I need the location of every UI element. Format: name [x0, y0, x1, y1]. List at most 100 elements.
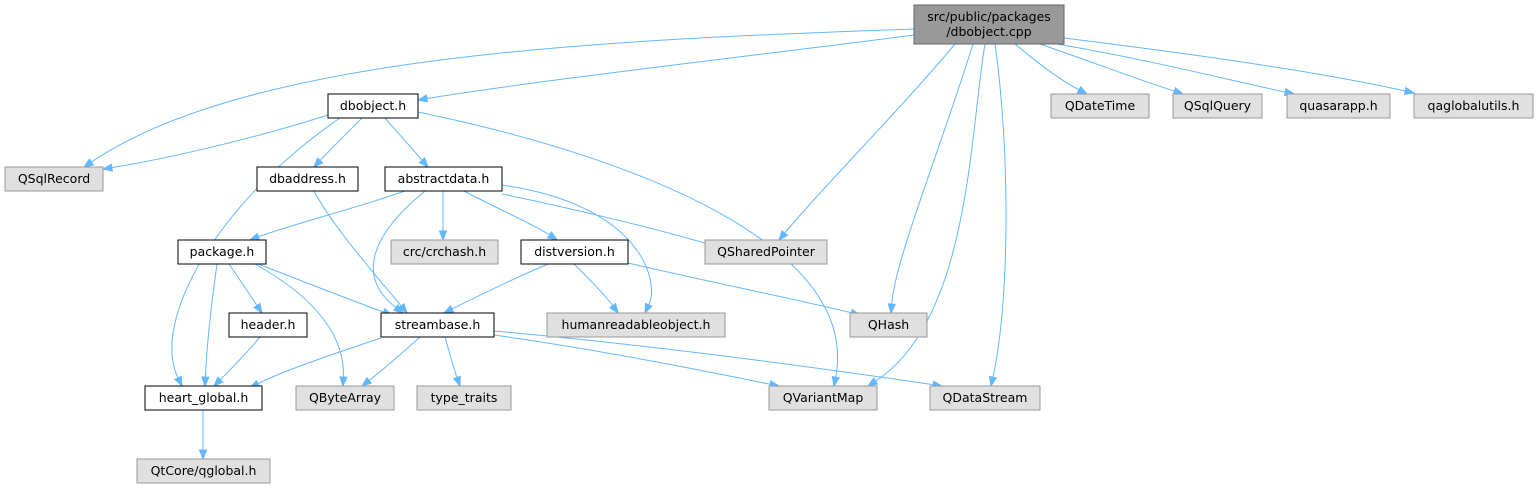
node-qsharedpointer: QSharedPointer — [704, 239, 828, 265]
edge-arrowhead — [248, 232, 261, 241]
node-label: QtCore/qglobal.h — [151, 463, 257, 478]
edge-root-to-qsqlrecord — [82, 28, 915, 168]
node-qdatetime: QDateTime — [1050, 93, 1150, 119]
edge-abstractdata-h-to-crchash-h — [438, 191, 448, 242]
node-dbobject-h[interactable]: dbobject.h — [327, 93, 419, 119]
node-heart-global-h[interactable]: heart_global.h — [144, 385, 263, 411]
node-box — [546, 312, 726, 338]
node-type-traits: type_traits — [416, 385, 512, 411]
edge-arrowhead — [313, 157, 324, 169]
edge-line — [384, 117, 423, 161]
edge-package-h-to-qbytearray — [254, 263, 348, 388]
edge-line — [220, 336, 261, 380]
edge-line — [204, 263, 218, 378]
edge-arrowhead — [418, 157, 429, 169]
node-streambase-h[interactable]: streambase.h — [380, 312, 495, 338]
node-label: header.h — [241, 317, 296, 332]
edge-arrowhead — [253, 302, 263, 315]
edge-heart-global-h-to-qglobal-h — [198, 410, 208, 461]
edge-root-to-qdatastream — [988, 43, 1007, 388]
edge-line — [258, 190, 406, 238]
edge-dbobject-h-to-abstractdata-h — [384, 117, 429, 169]
edge-header-h-to-heart-global-h — [213, 336, 261, 387]
node-label: dbaddress.h — [269, 171, 346, 186]
edge-line — [501, 193, 707, 244]
edge-line — [313, 190, 402, 307]
node-root: src/public/packages/dbobject.cpp — [913, 4, 1065, 45]
edge-line — [444, 336, 458, 378]
edge-line — [319, 117, 363, 161]
node-qsqlquery: QSqlQuery — [1172, 93, 1263, 119]
node-qhash: QHash — [849, 312, 928, 338]
edge-line — [111, 114, 329, 169]
node-box — [136, 458, 271, 484]
node-crchash-h: crc/crchash.h — [390, 239, 499, 265]
edge-arrowhead — [442, 304, 455, 314]
edge-streambase-h-to-qbytearray — [360, 336, 421, 387]
node-label: QDataStream — [943, 390, 1028, 405]
edge-dbobject-h-to-qsqlrecord — [101, 114, 329, 172]
node-quasarapp-h: quasarapp.h — [1286, 93, 1391, 119]
edge-line — [1056, 43, 1286, 93]
node-qvariantmap: QVariantMap — [768, 385, 878, 411]
node-box — [327, 93, 419, 119]
node-label: type_traits — [431, 390, 498, 405]
node-package-h[interactable]: package.h — [177, 239, 267, 265]
edge-arrowhead — [609, 302, 619, 315]
edge-line — [1014, 43, 1080, 91]
edge-line — [91, 28, 915, 163]
edge-arrowhead — [392, 303, 405, 314]
node-qdatastream: QDataStream — [929, 385, 1041, 411]
node-box — [256, 166, 359, 192]
edge-root-to-qaglobalutils-h — [1063, 37, 1416, 96]
edge-line — [493, 334, 771, 385]
node-distversion-h[interactable]: distversion.h — [520, 239, 629, 265]
edge-arrowhead — [416, 94, 429, 103]
edge-distversion-h-to-streambase-h — [442, 263, 549, 314]
node-label: QSqlRecord — [18, 171, 90, 186]
node-box — [520, 239, 629, 265]
edge-line — [573, 263, 614, 306]
node-box — [704, 239, 828, 265]
node-box — [929, 385, 1041, 411]
node-label: src/public/packages — [927, 9, 1051, 24]
edge-line — [1039, 43, 1175, 92]
edge-line — [784, 43, 956, 234]
edge-line — [228, 263, 258, 306]
edge-streambase-h-to-qvariantmap — [493, 334, 781, 389]
edge-abstractdata-h-to-qsharedpointer — [501, 193, 717, 248]
node-label: crc/crchash.h — [403, 244, 486, 259]
edge-arrowhead — [644, 302, 653, 315]
node-label: streambase.h — [395, 317, 481, 332]
edge-line — [1063, 37, 1406, 92]
node-abstractdata-h[interactable]: abstractdata.h — [384, 166, 503, 192]
node-box — [849, 312, 928, 338]
node-label: /dbobject.cpp — [946, 24, 1031, 39]
node-qbytearray: QByteArray — [295, 385, 395, 411]
edge-arrowhead — [831, 375, 840, 388]
node-header-h[interactable]: header.h — [228, 312, 308, 338]
edge-arrowhead — [988, 375, 998, 388]
edge-root-to-qdatetime — [1014, 43, 1089, 95]
edge-abstractdata-h-to-streambase-h — [372, 190, 426, 314]
edge-arrowhead — [198, 449, 208, 461]
edge-line — [627, 262, 852, 314]
edge-line — [501, 184, 652, 306]
edge-dbobject-h-to-dbaddress-h — [313, 117, 363, 169]
node-box — [913, 4, 1065, 45]
node-label: qaglobalutils.h — [1428, 98, 1520, 113]
node-box — [295, 385, 395, 411]
edge-arrowhead — [887, 303, 896, 315]
node-humanreadableobject-h: humanreadableobject.h — [546, 312, 726, 338]
node-label: QDateTime — [1065, 98, 1136, 113]
node-box — [177, 239, 267, 265]
node-box — [228, 312, 308, 338]
edge-line — [463, 190, 550, 236]
node-dbaddress-h[interactable]: dbaddress.h — [256, 166, 359, 192]
node-qaglobalutils-h: qaglobalutils.h — [1413, 93, 1534, 119]
edge-arrowhead — [360, 376, 373, 387]
node-box — [1050, 93, 1150, 119]
node-label: humanreadableobject.h — [562, 317, 711, 332]
edge-arrowhead — [546, 231, 559, 241]
